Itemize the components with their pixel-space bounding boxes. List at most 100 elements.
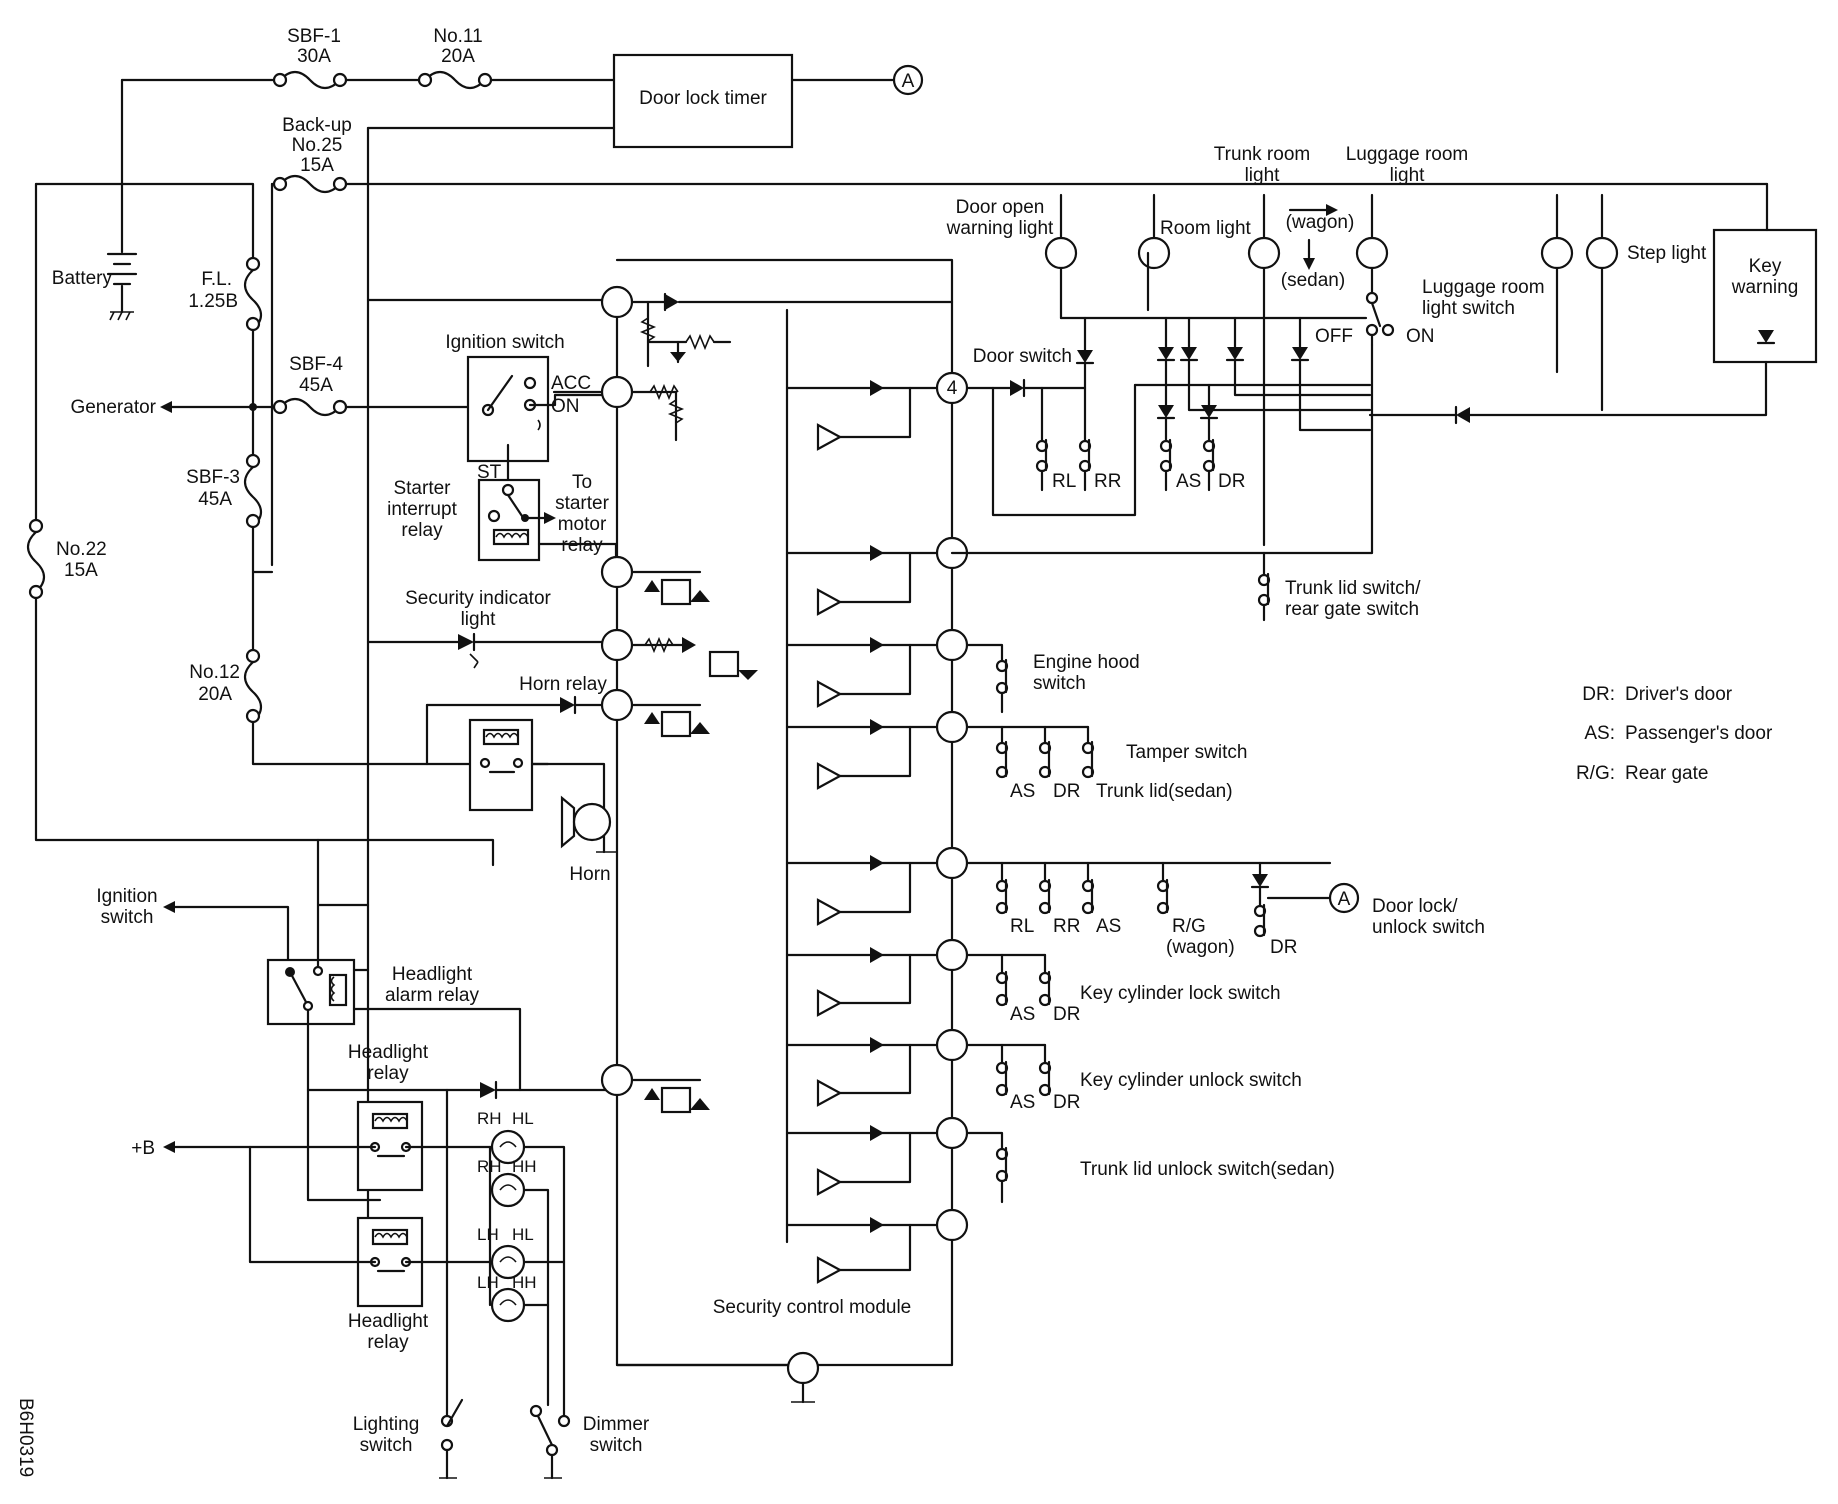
trunk-lid-unlock-switch: Trunk lid unlock switch(sedan) — [965, 1131, 1335, 1204]
svg-text:relay: relay — [561, 535, 603, 556]
svg-text:SBF-4: SBF-4 — [289, 354, 343, 375]
svg-text:F.L.: F.L. — [201, 269, 232, 290]
svg-text:Lighting: Lighting — [353, 1414, 420, 1435]
svg-text:15A: 15A — [300, 155, 334, 176]
svg-text:relay: relay — [367, 1332, 409, 1353]
svg-text:DR: DR — [1053, 1092, 1080, 1113]
svg-text:switch: switch — [101, 907, 154, 928]
svg-text:light switch: light switch — [1422, 298, 1515, 319]
svg-text:45A: 45A — [198, 489, 232, 510]
svg-text:Door lock/: Door lock/ — [1372, 896, 1458, 917]
module-right-terminals: 4 — [785, 308, 969, 1284]
sbf3-fuse: SBF-3 45A — [186, 453, 263, 529]
svg-text:warning: warning — [1731, 277, 1799, 298]
svg-text:45A: 45A — [299, 375, 333, 396]
svg-text:Trunk lid(sedan): Trunk lid(sedan) — [1096, 781, 1233, 802]
svg-text:AS: AS — [1096, 916, 1121, 937]
svg-text:ON: ON — [1406, 326, 1435, 347]
svg-text:LH: LH — [477, 1225, 499, 1244]
plus-b: +B — [131, 1088, 498, 1417]
svg-text:relay: relay — [367, 1063, 409, 1084]
svg-text:DR: DR — [1053, 781, 1080, 802]
svg-text:relay: relay — [401, 520, 443, 541]
svg-text:ON: ON — [551, 396, 580, 417]
svg-text:interrupt: interrupt — [387, 499, 457, 520]
svg-text:Key: Key — [1749, 256, 1782, 277]
svg-text:A: A — [1338, 889, 1351, 910]
svg-text:SBF-3: SBF-3 — [186, 467, 240, 488]
svg-text:Generator: Generator — [70, 397, 156, 418]
legend-meaning-rg: Rear gate — [1625, 763, 1708, 784]
svg-text:To: To — [572, 472, 592, 493]
battery: Battery — [52, 78, 138, 321]
svg-text:1.25B: 1.25B — [188, 291, 238, 312]
svg-text:RR: RR — [1094, 471, 1121, 492]
svg-text:Room light: Room light — [1160, 218, 1252, 239]
svg-text:(wagon): (wagon) — [1286, 212, 1355, 233]
engine-hood-switch: Engine hood switch — [965, 643, 1140, 714]
svg-text:RR: RR — [1053, 916, 1080, 937]
svg-text:OFF: OFF — [1315, 326, 1353, 347]
module-transistors — [630, 570, 758, 1114]
svg-text:ST: ST — [477, 462, 502, 483]
svg-text:switch: switch — [590, 1435, 643, 1456]
horn: Horn — [560, 795, 616, 885]
ignition-switch: Ignition switch ACC ON ST — [445, 332, 619, 483]
svg-text:(sedan): (sedan) — [1281, 270, 1345, 291]
svg-text:20A: 20A — [198, 684, 232, 705]
svg-text:Key cylinder unlock switch: Key cylinder unlock switch — [1080, 1070, 1302, 1091]
svg-text:HH: HH — [512, 1273, 537, 1292]
no22-fuse: No.22 15A — [26, 518, 107, 600]
legend: DR: Driver's door AS: Passenger's door R… — [1576, 684, 1773, 784]
svg-text:30A: 30A — [297, 46, 331, 67]
legend-code-as: AS: — [1584, 723, 1615, 744]
svg-text:Back-up: Back-up — [282, 115, 352, 136]
svg-text:AS: AS — [1176, 471, 1201, 492]
svg-text:Trunk room: Trunk room — [1214, 144, 1310, 165]
svg-text:light: light — [461, 609, 497, 630]
legend-code-rg: R/G: — [1576, 763, 1615, 784]
door-switch-group: Door switch RL RR AS DR — [965, 251, 1470, 517]
svg-text:Battery: Battery — [52, 268, 113, 289]
svg-text:Ignition: Ignition — [96, 886, 157, 907]
fl-fuse: F.L. 1.25B — [188, 256, 263, 332]
svg-text:LH: LH — [477, 1273, 499, 1292]
svg-text:alarm relay: alarm relay — [385, 985, 479, 1006]
door-lock-timer: Door lock timer A — [612, 53, 924, 149]
svg-text:HL: HL — [512, 1109, 534, 1128]
svg-text:light: light — [1390, 165, 1426, 186]
svg-text:DR: DR — [1270, 937, 1297, 958]
legend-code-dr: DR: — [1582, 684, 1615, 705]
svg-text:Dimmer: Dimmer — [583, 1414, 650, 1435]
key-cylinder-unlock-switch: AS DR Key cylinder unlock switch — [965, 1043, 1302, 1113]
sbf1-fuse: SBF-1 30A — [120, 26, 348, 90]
svg-text:light: light — [1245, 165, 1281, 186]
svg-text:HL: HL — [512, 1225, 534, 1244]
svg-text:Luggage room: Luggage room — [1346, 144, 1469, 165]
legend-meaning-as: Passenger's door — [1625, 723, 1773, 744]
horn-relay: Horn relay — [425, 674, 614, 817]
svg-text:No.11: No.11 — [433, 26, 482, 47]
svg-text:RH: RH — [477, 1109, 502, 1128]
svg-text:DR: DR — [1218, 471, 1245, 492]
svg-text:No.12: No.12 — [189, 662, 240, 683]
svg-text:R/G: R/G — [1172, 916, 1206, 937]
svg-text:A: A — [902, 71, 915, 92]
headlight-relay-bottom: Headlight relay — [348, 1216, 429, 1353]
tamper-switch: Tamper switch AS DR Trunk lid(sedan) — [965, 725, 1247, 802]
svg-text:DR: DR — [1053, 1004, 1080, 1025]
starter-interrupt-relay: Starter interrupt relay To starter motor… — [387, 472, 618, 567]
svg-text:Key cylinder lock switch: Key cylinder lock switch — [1080, 983, 1281, 1004]
figure-id: B6H0319 — [15, 1398, 36, 1477]
svg-text:Horn: Horn — [569, 864, 610, 885]
svg-text:Door switch: Door switch — [973, 346, 1072, 367]
svg-text:AS: AS — [1010, 1092, 1035, 1113]
trunk-lid-switch: Trunk lid switch/ rear gate switch — [950, 343, 1421, 622]
svg-text:motor: motor — [558, 514, 607, 535]
svg-text:Tamper switch: Tamper switch — [1126, 742, 1247, 763]
svg-text:switch: switch — [1033, 673, 1086, 694]
lighting-switch: Lighting switch — [353, 1398, 464, 1480]
backup-fuse: Back-up No.25 15A — [270, 115, 352, 194]
